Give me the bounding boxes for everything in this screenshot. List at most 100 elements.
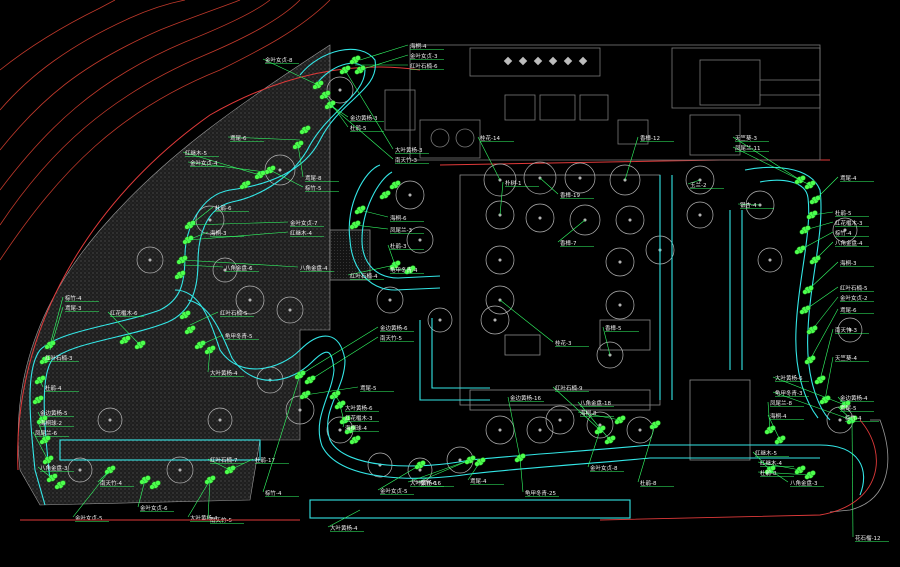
tree-center	[208, 218, 212, 222]
tree-center	[223, 268, 227, 272]
tree-canopy	[605, 247, 635, 277]
tree-center	[278, 168, 282, 172]
plant-label-text: 大叶黄杨-6	[345, 404, 373, 412]
plant-label-text: 红叶石楠-4	[350, 272, 378, 280]
shrub	[379, 190, 391, 200]
plant-label: 香樟-19	[539, 177, 594, 199]
plant-label: 海桐球-4	[342, 419, 379, 432]
tree-canopy	[609, 164, 641, 196]
tree-canopy	[395, 180, 425, 210]
tree-canopy	[757, 247, 783, 273]
shrub	[184, 325, 196, 335]
plant-label-text: 凤尾兰-3	[390, 226, 412, 234]
plant-labels: 金叶女贞-8鸢尾-6红继木-5金叶女贞-4杜鹃-6海桐-3八角金盘-6红叶石楠-…	[32, 42, 889, 542]
plant-label: 红叶石楠-5	[189, 309, 254, 326]
plant-label: 金边黄杨-3	[329, 104, 384, 122]
tree-canopy	[569, 204, 601, 236]
plant-label: 红叶石楠-5	[804, 284, 874, 311]
shrub-plantings	[32, 55, 858, 490]
plant-label: 金叶女贞-6	[137, 479, 174, 512]
shrub	[389, 180, 401, 190]
tree-canopy	[596, 341, 624, 369]
tree-center	[148, 258, 152, 262]
shrub	[806, 325, 818, 335]
plant-label-text: 鸢尾-6	[840, 306, 857, 314]
shrub	[614, 415, 626, 425]
plant-label: 大叶黄杨-3	[344, 69, 429, 154]
plant-label-text: 海桐球-4	[345, 424, 367, 432]
tree-canopy	[212, 257, 238, 283]
shrub	[649, 420, 661, 430]
plant-label: 杜鹃-5	[324, 94, 384, 132]
plant-label-text: 大叶黄杨-16	[410, 479, 441, 487]
plant-label: 龟甲冬青-4	[387, 266, 424, 274]
plant-label: 海桐-4	[359, 42, 444, 61]
plant-label: 杜鹃-5	[811, 209, 869, 217]
plant-label-text: 金叶女贞-4	[190, 159, 218, 167]
plant-label-text: 大叶黄杨-3	[395, 146, 423, 154]
plant-label: 海桐-4	[767, 412, 804, 441]
plant-label-text: 香樟-12	[640, 134, 660, 142]
tree-center	[598, 423, 602, 427]
plant-label: 大叶黄杨-16	[407, 459, 471, 487]
plant-label: 红花檵木-3	[804, 219, 869, 231]
window-marks	[503, 56, 588, 66]
tree-center	[408, 193, 412, 197]
tree-center	[843, 228, 847, 232]
plant-label-text: 天竺葵-4	[835, 354, 857, 362]
tree-canopy	[626, 416, 654, 444]
tree-center	[218, 418, 222, 422]
tree-canopy	[480, 305, 510, 335]
plant-label: 鸢尾-3	[49, 304, 99, 351]
plant-label: 金叶女贞-5	[377, 464, 421, 495]
tree-canopy	[483, 163, 517, 197]
plant-label-text: 红继木-5	[755, 449, 777, 457]
plant-label-text: 红叶石楠-9	[555, 384, 583, 392]
plant-label-text: 八角金盘-4	[835, 239, 863, 247]
tree-center	[178, 468, 182, 472]
plant-label-text: 海桐-6	[390, 214, 407, 222]
tree-canopy	[586, 411, 614, 439]
plant-label-text: 八角金盘-3	[40, 464, 68, 472]
tree-center	[438, 318, 442, 322]
plant-label-text: 朴树-1	[505, 179, 521, 187]
shrub	[329, 390, 341, 400]
tree-canopy	[564, 162, 596, 194]
plant-label-text: 金叶女贞-6	[140, 504, 168, 512]
tree-canopy	[485, 415, 515, 445]
plant-label: 红叶石楠-3	[42, 354, 79, 362]
shrub	[292, 140, 304, 150]
plant-label-text: 鸢尾-5	[360, 384, 377, 392]
plant-label: 海桐球-2	[37, 419, 74, 441]
tree-center	[338, 88, 342, 92]
shrub	[764, 425, 776, 435]
plant-label-text: 香樟-5	[605, 324, 622, 332]
plant-label-text: 海桐-4	[410, 42, 427, 50]
plant-label: 凤尾兰-11	[732, 144, 811, 186]
plant-label-text: 金叶女贞-8	[265, 56, 293, 64]
tree-canopy	[67, 457, 93, 483]
plant-label: 香樟-5	[602, 324, 639, 356]
plant-label-text: 红叶石楠-6	[410, 62, 438, 70]
plant-label: 金叶女贞-8	[587, 429, 624, 472]
shrub	[44, 340, 56, 350]
plant-label: 天竺葵-3	[732, 134, 801, 181]
tree-canopy	[526, 416, 554, 444]
shrub	[54, 480, 66, 490]
plant-label-text: 红花檵木-6	[110, 309, 138, 317]
plant-label-text: 银杏-4	[740, 201, 757, 209]
plant-label-text: 红叶石楠-3	[45, 354, 73, 362]
plant-label-text: 金边黄杨-4	[840, 394, 868, 402]
plant-label: 玉兰-2	[687, 179, 724, 189]
plant-label: 海桐-6	[359, 209, 424, 222]
tree-canopy	[97, 407, 123, 433]
plant-label: 棕竹-4	[842, 414, 879, 422]
shrub	[34, 375, 46, 385]
tree-canopy	[837, 317, 863, 343]
plant-label: 南天竹-3	[819, 326, 869, 381]
shrub	[349, 435, 361, 445]
plant-label: 八角金盘-3	[37, 464, 74, 479]
plant-label: 金边黄杨-5	[37, 409, 74, 421]
tree-center	[418, 468, 422, 472]
plant-label: 八角金盘-4	[814, 239, 869, 261]
